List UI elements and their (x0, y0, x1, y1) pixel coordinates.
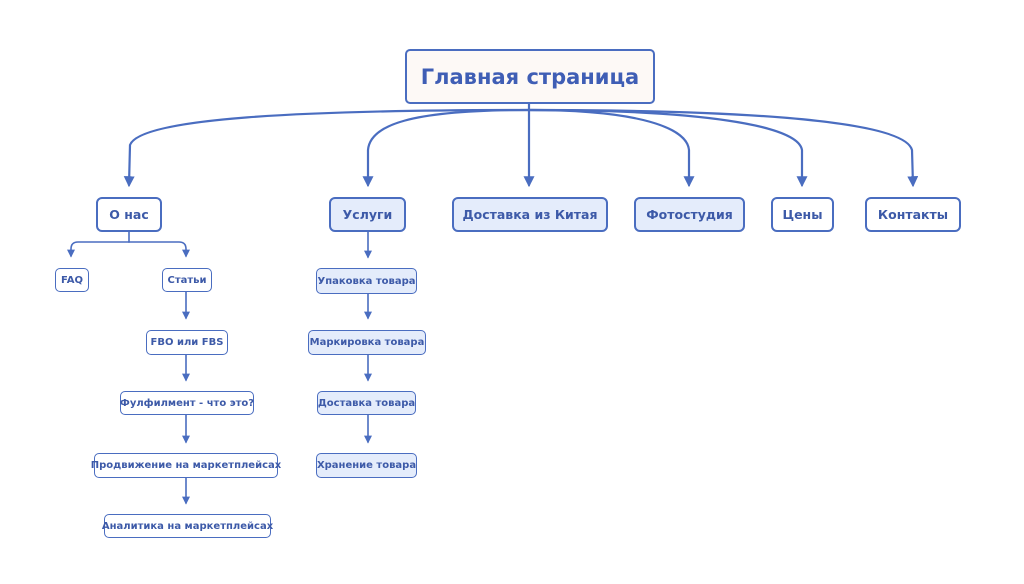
node-services[interactable]: Услуги (329, 197, 406, 232)
connector-about-articles (128, 241, 190, 258)
connector-about-faq (67, 241, 130, 258)
node-contacts[interactable]: Контакты (865, 197, 961, 232)
node-delivery-china[interactable]: Доставка из Китая (452, 197, 608, 232)
node-photo-studio[interactable]: Фотостудия (634, 197, 745, 232)
connector-root-about (123, 108, 531, 188)
node-prices[interactable]: Цены (771, 197, 834, 232)
node-service-storage[interactable]: Хранение товара (316, 453, 417, 478)
node-article-promotion[interactable]: Продвижение на маркетплейсах (91, 453, 281, 478)
node-article-fulfillment[interactable]: Фулфилмент - что это? (120, 391, 254, 415)
node-service-packing[interactable]: Упаковка товара (316, 268, 417, 294)
node-articles[interactable]: Статьи (162, 268, 212, 292)
node-article-analytics[interactable]: Аналитика на маркетплейсах (102, 514, 273, 538)
node-service-labeling[interactable]: Маркировка товара (308, 330, 426, 355)
connector-root-services (362, 108, 531, 188)
connector-root-contacts (527, 108, 919, 188)
connector-root-photo-studio (527, 108, 695, 188)
node-about[interactable]: О нас (96, 197, 162, 232)
node-article-fbo-fbs[interactable]: FBO или FBS (146, 330, 228, 355)
connector-root-prices (527, 108, 808, 188)
node-service-delivery[interactable]: Доставка товара (317, 391, 416, 415)
root-node-main-page[interactable]: Главная страница (405, 49, 655, 104)
node-faq[interactable]: FAQ (55, 268, 89, 292)
